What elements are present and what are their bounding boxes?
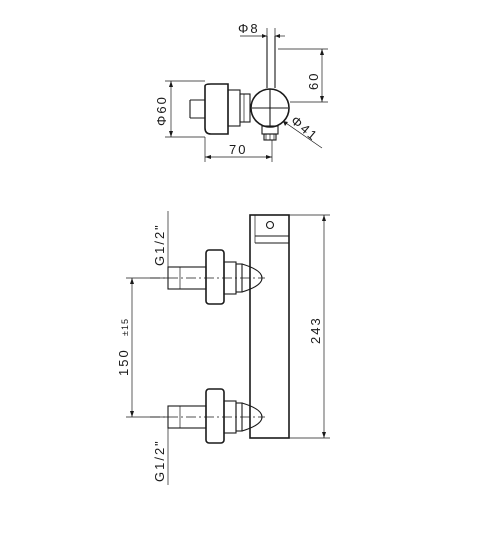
thread-bottom-label: G1/2"	[152, 439, 167, 482]
dim-knob-diameter: Φ41	[288, 113, 321, 144]
dim-body-diameter: Φ60	[154, 95, 169, 126]
dim-pipe-diameter: Φ8	[238, 21, 260, 36]
dim-width: 70	[229, 142, 247, 157]
dim-height: 60	[306, 72, 321, 90]
dim-spacing: 150	[116, 348, 131, 376]
front-view: G1/2" G1/2" 150 ±15 243	[116, 211, 330, 485]
thread-top-label: G1/2"	[152, 223, 167, 266]
dim-tolerance: ±15	[120, 318, 130, 336]
top-view: Φ8 60 Φ60 Φ41 70	[154, 21, 328, 162]
dim-total-height: 243	[308, 316, 323, 344]
